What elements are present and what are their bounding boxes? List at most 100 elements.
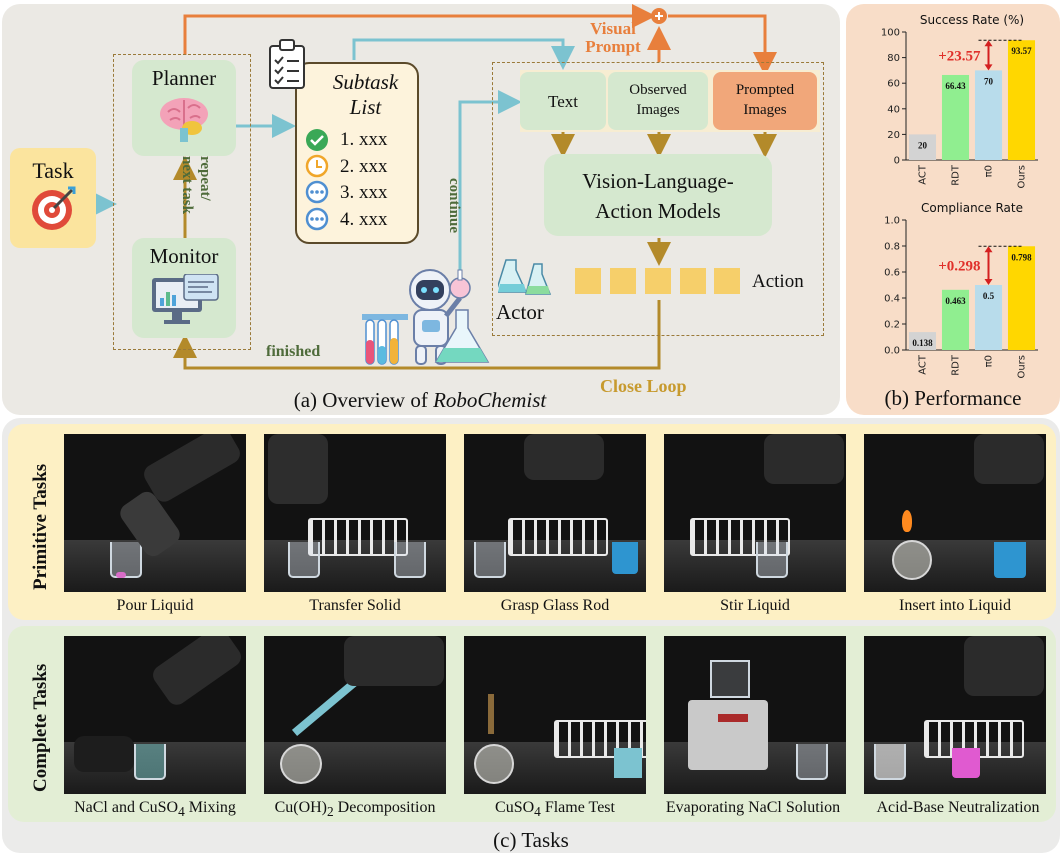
data-label: 0.798 xyxy=(1011,252,1032,262)
vla-box xyxy=(544,154,772,236)
target-icon xyxy=(32,186,76,230)
task-photo-pour-liquid xyxy=(64,434,246,592)
brain-icon xyxy=(160,98,208,142)
delta-arrowhead xyxy=(984,246,993,253)
task-label: Acid-Base Neutralization xyxy=(876,799,1040,816)
tasks-caption: (c) Tasks xyxy=(493,828,569,852)
delta-label: +0.298 xyxy=(938,259,980,275)
y-tick-label: 80 xyxy=(887,53,900,64)
monitor-label: Monitor xyxy=(149,244,219,268)
text-box xyxy=(520,72,606,130)
task-label: Insert into Liquid xyxy=(899,597,1011,614)
data-label: 20 xyxy=(918,140,928,150)
primitive-tasks-label: Primitive Tasks xyxy=(30,463,51,590)
close-loop-label: Close Loop xyxy=(600,376,687,396)
x-tick-label: ACT xyxy=(918,354,929,375)
x-tick-label: Ours xyxy=(1017,165,1028,189)
x-tick-label: RDT xyxy=(951,354,962,376)
task-photo-nacl-cuso4-mixing xyxy=(64,636,246,794)
data-label: 0.463 xyxy=(945,296,966,306)
y-tick-label: 0.0 xyxy=(884,346,900,357)
task-label: Grasp Glass Rod xyxy=(500,597,610,614)
y-tick-label: 0.6 xyxy=(884,268,900,279)
clipboard-icon xyxy=(269,39,305,89)
x-tick-label: π0 xyxy=(984,165,995,177)
actor-label: Actor xyxy=(496,300,544,324)
success-rate-chart: Success Rate (%)02040608010020ACT66.43RD… xyxy=(881,13,1038,189)
bar xyxy=(908,134,937,160)
data-label: 93.57 xyxy=(1011,46,1032,56)
task-photo-cuoh2-decomposition xyxy=(264,636,446,794)
task-photo-evaporating-nacl xyxy=(664,636,846,794)
blue-arrow xyxy=(352,38,575,70)
x-tick-label: RDT xyxy=(951,164,962,186)
performance-charts: Success Rate (%)02040608010020ACT66.43RD… xyxy=(881,13,1038,379)
task-label: CuSO4 Flame Test xyxy=(495,799,615,820)
observed-images-box xyxy=(608,72,708,130)
y-tick-label: 60 xyxy=(887,79,900,90)
chart-title: Compliance Rate xyxy=(921,201,1023,215)
pending-icon xyxy=(305,207,329,231)
text-label: Text xyxy=(548,92,578,111)
y-tick-label: 0 xyxy=(894,156,900,167)
actor-box xyxy=(492,62,824,336)
bar xyxy=(974,285,1003,350)
x-tick-label: π0 xyxy=(984,355,995,367)
check-icon xyxy=(306,129,328,151)
task-photo-grasp-glass-rod xyxy=(464,434,646,592)
y-tick-label: 40 xyxy=(887,104,900,115)
overview-caption: (a) Overview of RoboChemist xyxy=(293,388,547,412)
prompted-images-box xyxy=(713,72,817,130)
task-label: Cu(OH)2 Decomposition xyxy=(274,799,436,820)
bar xyxy=(974,70,1003,160)
y-tick-label: 0.2 xyxy=(884,320,900,331)
data-label: 0.138 xyxy=(912,338,933,348)
subtask-item: 2. xxx xyxy=(340,156,388,177)
bar xyxy=(1007,246,1036,350)
y-tick-label: 0.4 xyxy=(884,294,900,305)
action-token xyxy=(575,268,601,294)
delta-arrowhead xyxy=(984,64,993,71)
chart-title: Success Rate (%) xyxy=(920,13,1024,27)
bar xyxy=(941,289,970,350)
orange-arrow xyxy=(183,4,656,55)
performance-caption: (b) Performance xyxy=(884,386,1022,410)
task-photo-cuso4-flame-test xyxy=(464,636,646,794)
flask-icon xyxy=(498,259,552,295)
task-photo-stir-liquid xyxy=(664,434,846,592)
data-label: 70 xyxy=(984,76,994,86)
action-token xyxy=(714,268,740,294)
bar xyxy=(941,74,970,160)
action-label: Action xyxy=(752,271,804,292)
delta-label: +23.57 xyxy=(938,48,981,64)
x-tick-label: ACT xyxy=(918,164,929,185)
x-tick-label: Ours xyxy=(1017,355,1028,379)
action-token xyxy=(645,268,671,294)
y-tick-label: 100 xyxy=(881,28,900,39)
blue-arrow xyxy=(458,90,522,285)
task-label: Pour Liquid xyxy=(116,597,194,614)
vla-label: Vision-Language-Action Models xyxy=(582,169,734,223)
task-label: Transfer Solid xyxy=(309,597,401,614)
planner-label: Planner xyxy=(151,66,217,90)
y-tick-label: 1.0 xyxy=(884,216,900,227)
data-label: 66.43 xyxy=(945,81,966,91)
data-label: 0.5 xyxy=(983,291,995,301)
bar xyxy=(908,332,937,350)
robot-chemist-icon xyxy=(362,269,490,365)
task-label: Task xyxy=(32,158,74,183)
bar xyxy=(1007,40,1036,160)
monitor-icon xyxy=(152,274,219,324)
subtask-item: 3. xxx xyxy=(340,182,388,203)
status-icons xyxy=(305,129,329,231)
overview-arrows xyxy=(93,4,777,370)
delta-arrowhead xyxy=(984,279,993,285)
planner-monitor-box xyxy=(113,54,251,350)
task-photo-acid-base-neutralization xyxy=(864,636,1046,794)
subtask-item: 4. xxx xyxy=(340,209,388,230)
task-photo-insert-into-liquid xyxy=(864,434,1046,592)
action-token xyxy=(610,268,636,294)
